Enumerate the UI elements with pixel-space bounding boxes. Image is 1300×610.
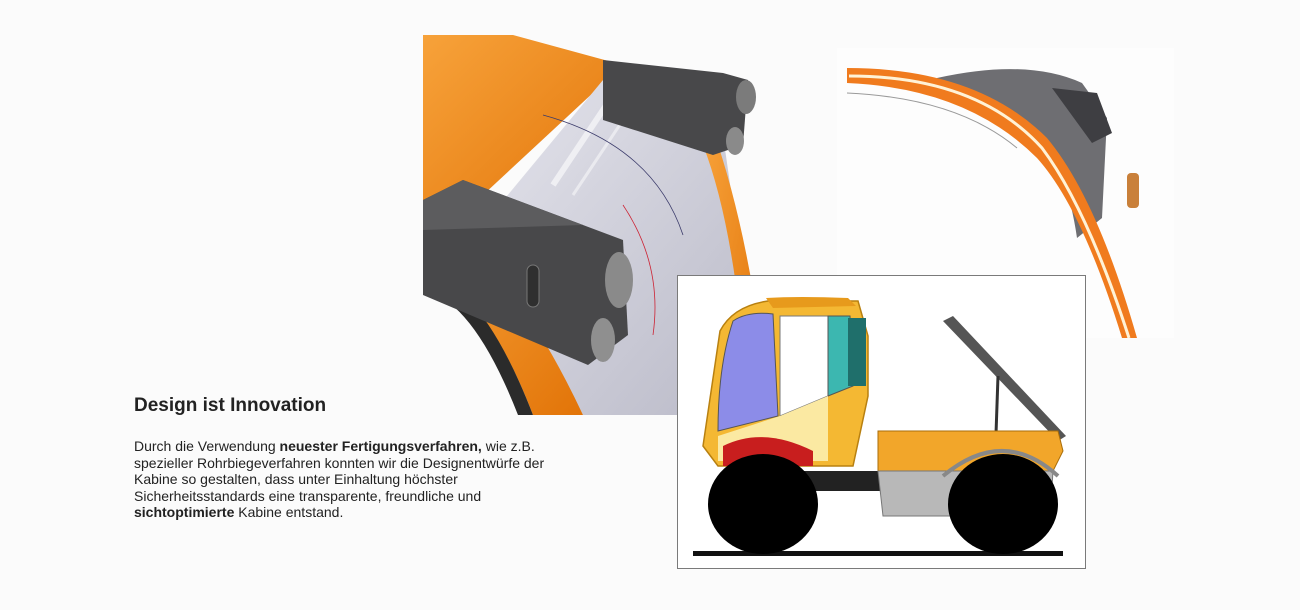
paragraph-text-3: Kabine entstand. bbox=[234, 504, 344, 520]
vehicle-side-view-image bbox=[677, 275, 1086, 569]
description-section: Design ist Innovation Durch die Verwendu… bbox=[134, 395, 554, 521]
description-paragraph: Durch die Verwendung neuester Fertigungs… bbox=[134, 438, 554, 521]
paragraph-text-1: Durch die Verwendung bbox=[134, 438, 280, 454]
paragraph-bold-1: neuester Fertigungsverfahren, bbox=[279, 438, 482, 454]
section-title: Design ist Innovation bbox=[134, 395, 327, 416]
paragraph-bold-2: sichtoptimierte bbox=[134, 504, 235, 520]
paragraph-text-2: wie z.B. spezieller Rohrbiegeverfahren k… bbox=[134, 438, 545, 504]
cab-roof-render-image bbox=[423, 35, 760, 415]
